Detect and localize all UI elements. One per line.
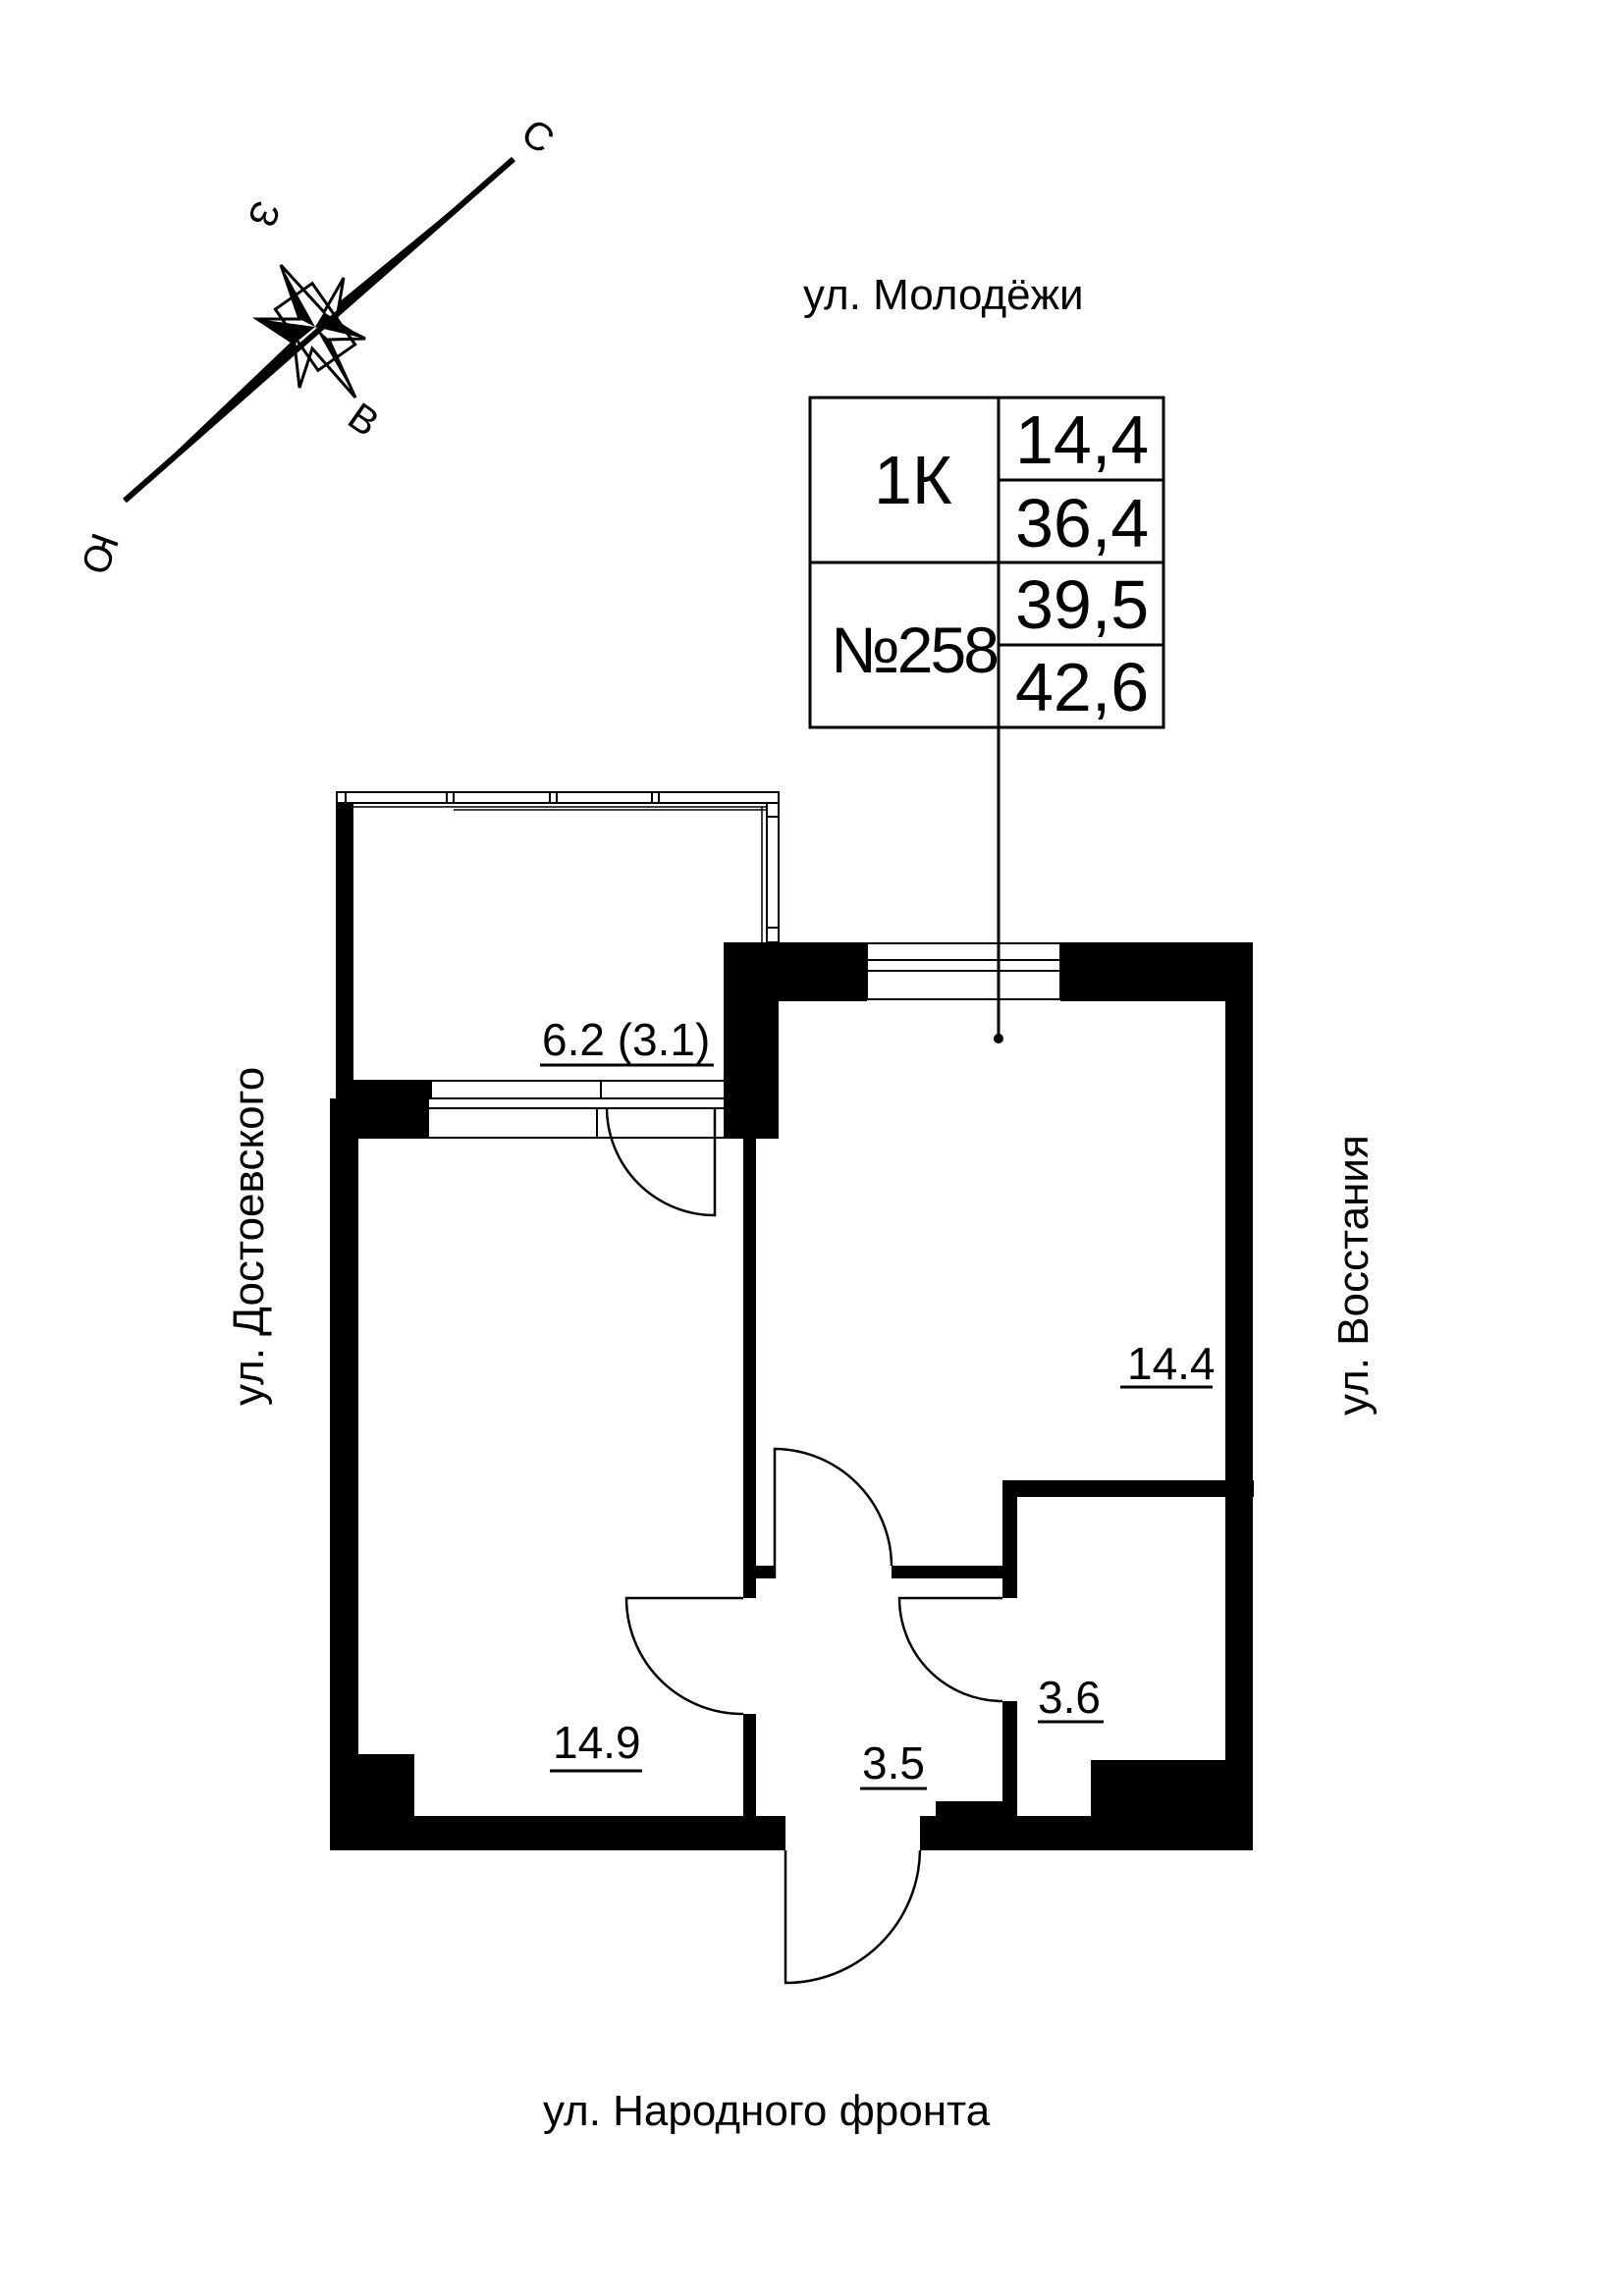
street-label-west: ул. Достоевского xyxy=(225,1067,273,1406)
hall-area-label: 3.5 xyxy=(862,1737,925,1789)
compass-east-label: В xyxy=(341,395,387,445)
compass-rose-icon xyxy=(123,156,515,504)
living-room-area-label: 14.4 xyxy=(1127,1338,1216,1389)
bedroom-area-label: 14.9 xyxy=(553,1717,641,1768)
street-label-south: ул. Народного фронта xyxy=(543,2087,991,2135)
compass-west-label: З xyxy=(240,195,289,233)
bathroom-door-icon xyxy=(897,1596,1003,1703)
apartment-info-table: 1К №258 14,4 36,4 39,5 42,6 xyxy=(808,396,1165,729)
living-door-icon xyxy=(773,1447,893,1578)
area-with-balcony-value: 39,5 xyxy=(1015,566,1149,643)
living-area-value: 14,4 xyxy=(1015,401,1149,478)
leader-dot xyxy=(994,1034,1003,1043)
balcony xyxy=(336,791,780,1083)
entrance-door-icon xyxy=(784,1849,922,1985)
walls xyxy=(330,942,1254,1850)
compass-north-label: С xyxy=(514,111,562,163)
street-label-north: ул. Молодёжи xyxy=(803,271,1084,319)
total-area-value: 36,4 xyxy=(1015,485,1149,561)
bedroom-door-icon xyxy=(624,1596,744,1716)
apartment-type: 1К xyxy=(874,442,952,518)
doors xyxy=(605,1107,1003,1985)
room-labels: 6.2 (3.1) 14.4 14.9 3.5 3.6 xyxy=(540,1014,1216,1790)
compass-south-label: Ю xyxy=(72,527,126,579)
balcony-area-label: 6.2 (3.1) xyxy=(542,1014,710,1065)
balcony-door-icon xyxy=(605,1107,717,1217)
apartment-number: №258 xyxy=(831,614,997,686)
full-area-value: 42,6 xyxy=(1015,649,1149,725)
street-label-east: ул. Восстания xyxy=(1329,1135,1378,1415)
bathroom-area-label: 3.6 xyxy=(1038,1672,1101,1723)
windows xyxy=(427,942,1061,1139)
